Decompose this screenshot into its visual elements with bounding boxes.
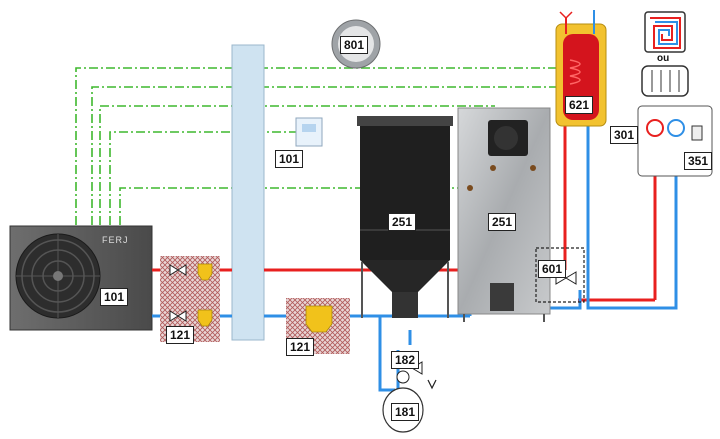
label-boiler: 251 — [488, 213, 517, 231]
brand-logo: FERJ — [102, 235, 129, 245]
floor-heating-icon — [644, 11, 686, 53]
heat-pump — [9, 225, 153, 331]
circulator-pump-icon — [646, 119, 664, 137]
label-mixing-valve: 601 — [538, 260, 567, 278]
label-safety-group: 182 — [391, 351, 420, 369]
label-filter-group-left: 121 — [166, 326, 195, 344]
pellet-silo — [357, 116, 453, 318]
label-expansion-vessel: 181 — [391, 403, 420, 421]
room-thermostat-icon — [691, 125, 703, 141]
controller-screen — [302, 124, 316, 132]
label-heat-pump: 101 — [100, 288, 129, 306]
label-controller: 101 — [275, 150, 304, 168]
emitter-separator: ou — [657, 53, 670, 64]
label-room-thermostat: 351 — [684, 152, 713, 170]
valve-icon — [169, 264, 187, 322]
filter-icon — [197, 263, 333, 333]
pellet-boiler — [457, 107, 551, 322]
label-thermostat-round: 801 — [340, 36, 369, 54]
label-silo: 251 — [388, 213, 417, 231]
buffer-tank — [231, 44, 265, 341]
radiator-icon — [641, 65, 689, 97]
label-dhw-tank: 621 — [565, 96, 594, 114]
label-room-circuit: 301 — [610, 126, 639, 144]
circulator-pump-icon-2 — [667, 119, 685, 137]
label-filter-group-center: 121 — [286, 338, 315, 356]
mixing-valve-box — [535, 247, 585, 303]
controller-icon — [295, 117, 323, 147]
